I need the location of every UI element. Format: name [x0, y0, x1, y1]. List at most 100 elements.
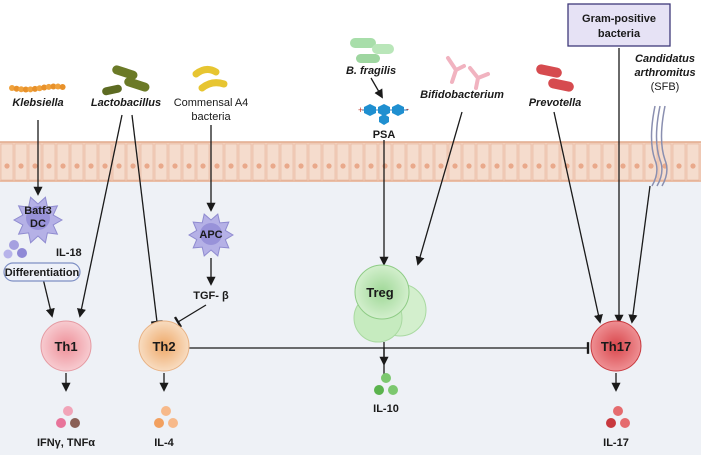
il18-label: IL-18: [56, 247, 82, 259]
epithelial-nucleus: [242, 163, 248, 169]
epithelial-nucleus: [494, 163, 500, 169]
epithelial-nucleus: [298, 163, 304, 169]
epithelial-nucleus: [228, 163, 234, 169]
epithelial-cell: [280, 143, 294, 181]
bifidobacterium-icon: [446, 56, 490, 90]
connectors: [33, 48, 651, 392]
epithelial-cell: [322, 143, 336, 181]
epithelial-cell: [490, 143, 504, 181]
epithelial-nucleus: [144, 163, 150, 169]
epithelial-nucleus: [620, 163, 626, 169]
epithelial-nucleus: [284, 163, 290, 169]
klebsiella-bead: [55, 83, 61, 90]
epithelial-cell: [154, 143, 168, 181]
klebsiella-icon: [9, 83, 66, 93]
epithelial-cell: [84, 143, 98, 181]
treg-label: Treg: [366, 285, 394, 300]
epithelial-nucleus: [32, 163, 38, 169]
epithelial-cell: [546, 143, 560, 181]
gram-positive-label-2: bacteria: [598, 28, 641, 40]
epithelial-cell: [98, 143, 112, 181]
epithelial-nucleus: [368, 163, 374, 169]
lamina-propria: [0, 180, 701, 455]
psa-label: PSA: [373, 129, 396, 141]
epithelial-nucleus: [536, 163, 542, 169]
gram-positive-box: Gram-positive bacteria: [567, 3, 671, 47]
sfb-label: Candidatus: [635, 53, 695, 65]
klebsiella-bead: [36, 85, 43, 92]
th2-cytokine-label: IL-4: [154, 437, 174, 449]
epithelial-nucleus: [410, 163, 416, 169]
epithelial-cell: [70, 143, 84, 181]
epithelial-cell: [378, 143, 392, 181]
epithelial-cell: [112, 143, 126, 181]
epithelial-cell: [28, 143, 42, 181]
epithelial-cell: [504, 143, 518, 181]
th17-cell: [590, 320, 642, 372]
svg-text:-: -: [406, 104, 409, 114]
klebsiella-label: Klebsiella: [12, 97, 63, 109]
th1-label: Th1: [54, 339, 77, 354]
epithelial-cell: [42, 143, 56, 181]
epithelial-nucleus: [340, 163, 346, 169]
epithelium-layer: [0, 141, 701, 182]
epithelial-nucleus: [130, 163, 136, 169]
epithelial-cell: [616, 143, 630, 181]
klebsiella-bead: [45, 83, 52, 90]
th1-cell: [40, 320, 92, 372]
epithelial-nucleus: [102, 163, 108, 169]
epithelial-nucleus: [116, 163, 122, 169]
epithelial-cell: [518, 143, 532, 181]
epithelial-nucleus: [480, 163, 486, 169]
epithelial-nucleus: [578, 163, 584, 169]
epithelial-nucleus: [88, 163, 94, 169]
epithelial-cell: [448, 143, 462, 181]
apc-cell: [188, 213, 234, 257]
epithelial-nucleus: [438, 163, 444, 169]
differentiation-label: Differentiation: [5, 267, 80, 279]
epithelial-nucleus: [186, 163, 192, 169]
epithelial-nucleus: [508, 163, 514, 169]
epithelial-cell: [630, 143, 644, 181]
klebsiella-bead: [32, 85, 38, 92]
th1-cytokine-label: IFNγ, TNFα: [37, 437, 95, 449]
epithelial-cell: [252, 143, 266, 181]
epithelial-nucleus: [214, 163, 220, 169]
epithelial-cell: [560, 143, 574, 181]
ifn-tnf-dots: [56, 406, 80, 428]
tgf-beta-label: TGF- β: [193, 290, 229, 302]
epithelial-cell: [182, 143, 196, 181]
epithelial-cell: [140, 143, 154, 181]
treg-cytokine-label: IL-10: [373, 403, 399, 415]
klebsiella-bead: [13, 85, 20, 92]
epithelial-nucleus: [354, 163, 360, 169]
epithelial-cell: [168, 143, 182, 181]
batf3-label: Batf3: [24, 205, 52, 217]
lactobacillus-label: Lactobacillus: [91, 97, 161, 109]
commensal-a4-icon: [192, 65, 228, 92]
gram-positive-label: Gram-positive: [582, 13, 656, 25]
il17-dots: [606, 406, 630, 428]
epithelial-cell: [420, 143, 434, 181]
treg-cell: [353, 264, 427, 343]
epithelial-cell: [672, 143, 686, 181]
epithelial-nucleus: [424, 163, 430, 169]
bifidobacterium-label: Bifidobacterium: [420, 89, 504, 101]
batf3-label-2: DC: [30, 218, 46, 230]
epithelial-nucleus: [452, 163, 458, 169]
apc-label: APC: [199, 229, 222, 241]
epithelial-nucleus: [74, 163, 80, 169]
epithelial-cell: [644, 143, 658, 181]
klebsiella-bead: [9, 85, 15, 91]
epithelial-cell: [0, 143, 14, 181]
epithelial-cell: [56, 143, 70, 181]
epithelial-nucleus: [4, 163, 10, 169]
sfb-label-2: arthromitus: [634, 67, 695, 79]
epithelial-nucleus: [634, 163, 640, 169]
epithelial-nucleus: [382, 163, 388, 169]
epithelial-cell: [434, 143, 448, 181]
epithelial-nucleus: [172, 163, 178, 169]
epithelial-cell: [350, 143, 364, 181]
